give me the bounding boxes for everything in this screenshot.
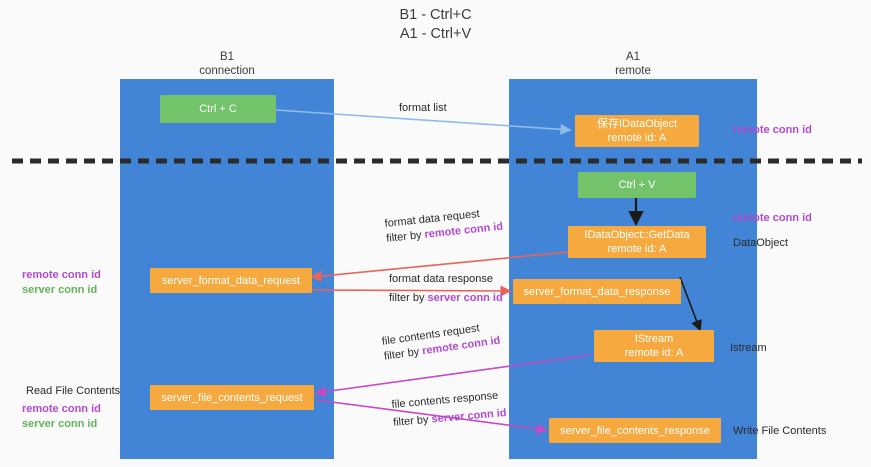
filter-prefix: filter by	[383, 345, 424, 363]
annotation-left-read-file-contents: Read File Contents	[26, 384, 120, 399]
annotation-text: remote conn id	[733, 212, 812, 224]
annotation-right-remote-conn-id-mid: remote conn id	[733, 211, 812, 226]
box-server-file-contents-response-label: server_file_contents_response	[560, 424, 710, 437]
annotation-text: Read File Contents	[26, 385, 121, 397]
arrow-response-to-istream	[679, 276, 702, 332]
box-getdata-line2: remote id: A	[607, 243, 667, 255]
box-istream[interactable]: IStream remote id: A	[594, 330, 714, 362]
annotation-right-remote-conn-id-top: remote conn id	[733, 123, 812, 138]
lane-header-a1-name: A1	[625, 51, 641, 63]
arrow-format-data-response	[311, 285, 512, 297]
lane-header-a1: A1 remote	[509, 50, 757, 78]
lane-header-a1-sub: remote	[615, 65, 651, 77]
annotation-text: remote conn id	[733, 124, 812, 136]
annotation-right-istream: Istream	[730, 341, 767, 356]
box-server-format-data-response[interactable]: server_format_data_response	[513, 279, 681, 304]
annotation-text: Istream	[730, 342, 767, 354]
box-server-format-data-request[interactable]: server_format_data_request	[150, 268, 312, 293]
box-ctrl-v-label: Ctrl + V	[618, 179, 656, 191]
box-ctrl-c-label: Ctrl + C	[199, 103, 237, 115]
box-ctrl-v[interactable]: Ctrl + V	[578, 172, 696, 198]
title-line-1: B1 - Ctrl+C	[399, 7, 472, 23]
box-server-file-contents-request[interactable]: server_file_contents_request	[150, 385, 314, 410]
lane-header-b1-sub: connection	[199, 65, 255, 77]
lane-header-b1: B1 connection	[120, 50, 334, 78]
filter-prefix: filter by	[385, 228, 426, 245]
arrow-format-data-request	[310, 251, 569, 282]
annotation-remote-conn-id: remote conn id	[22, 403, 101, 415]
annotation-left-conn-ids-lower: remote conn id server conn id	[22, 402, 101, 432]
box-server-file-contents-response[interactable]: server_file_contents_response	[549, 418, 721, 443]
box-server-format-data-request-label: server_format_data_request	[161, 274, 301, 287]
box-server-format-data-response-label: server_format_data_response	[523, 285, 671, 298]
arrow-file-contents-request	[314, 354, 591, 398]
edge-label-format-list-text: format list	[399, 102, 447, 114]
box-server-file-contents-request-label: server_file_contents_request	[161, 391, 303, 404]
title-line-2: A1 - Ctrl+V	[399, 26, 472, 42]
annotation-text: Write File Contents	[733, 425, 827, 437]
arrow-format-list	[275, 109, 572, 135]
lane-header-b1-name: B1	[219, 51, 235, 63]
annotation-text: DataObject	[733, 237, 789, 249]
box-istream-line2: remote id: A	[624, 347, 684, 359]
edge-label-format-data-response: format data response filter by server co…	[389, 272, 503, 306]
box-idataobject-line1: 保存IDataObject	[596, 118, 678, 130]
box-istream-line1: IStream	[634, 333, 674, 345]
box-idataobject[interactable]: 保存IDataObject remote id: A	[575, 115, 699, 147]
filter-key-server-conn-id: server conn id	[427, 292, 503, 304]
edge-label-format-data-response-text: format data response	[389, 273, 493, 285]
box-idataobject-getdata[interactable]: IDataObject::GetData remote id: A	[568, 226, 706, 258]
annotation-server-conn-id: server conn id	[22, 284, 98, 296]
page-title: B1 - Ctrl+C A1 - Ctrl+V	[0, 6, 871, 44]
box-getdata-line1: IDataObject::GetData	[584, 229, 690, 241]
filter-prefix: filter by	[392, 413, 433, 429]
filter-prefix: filter by	[389, 292, 428, 304]
edge-label-format-list: format list	[399, 101, 447, 116]
arrow-file-contents-response	[315, 399, 548, 435]
annotation-left-conn-ids-upper: remote conn id server conn id	[22, 268, 101, 298]
annotation-right-write-file-contents: Write File Contents	[733, 424, 826, 439]
annotation-right-dataobject: DataObject	[733, 236, 788, 251]
annotation-remote-conn-id: remote conn id	[22, 269, 101, 281]
box-ctrl-c[interactable]: Ctrl + C	[160, 95, 276, 123]
annotation-server-conn-id: server conn id	[22, 418, 98, 430]
box-idataobject-line2: remote id: A	[607, 132, 667, 144]
edge-label-format-data-response-filter: filter by server conn id	[389, 291, 503, 306]
